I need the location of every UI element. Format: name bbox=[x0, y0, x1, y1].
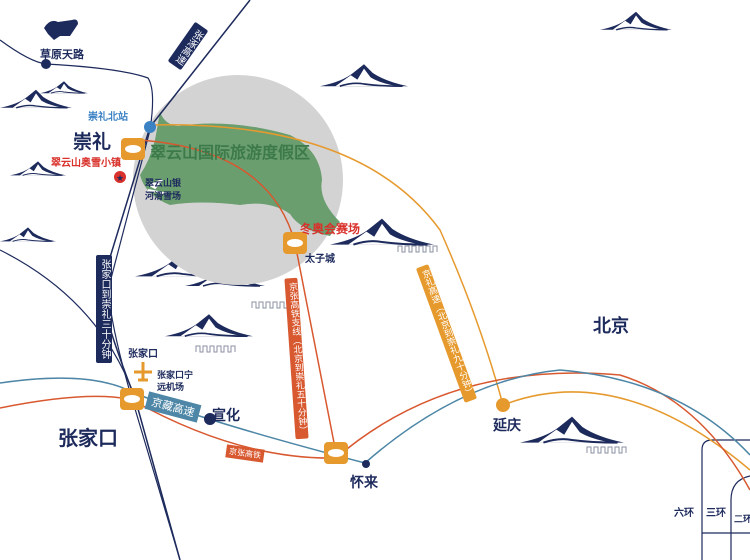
train-station-icon[interactable] bbox=[120, 138, 348, 464]
xuanhua-dot[interactable] bbox=[204, 413, 216, 425]
label-winter-olympics: 冬奥会赛场 bbox=[300, 222, 361, 236]
label-ring6: 六环 bbox=[674, 508, 694, 519]
label-ring2: 二环 bbox=[734, 515, 750, 525]
label-zhangjiakou: 张家口 bbox=[58, 426, 118, 450]
star-icon[interactable] bbox=[114, 171, 126, 183]
label-zhangjiakou-small: 张家口 bbox=[128, 349, 158, 360]
label-cuiyun-town: 翠云山奥雪小镇 bbox=[51, 158, 121, 169]
route-jingli bbox=[149, 124, 750, 471]
resort-area[interactable] bbox=[140, 112, 340, 236]
label-chongli-north: 崇礼北站 bbox=[88, 112, 128, 123]
label-yanqing: 延庆 bbox=[493, 418, 521, 434]
huailai-dot[interactable] bbox=[362, 460, 370, 468]
svg-text:★: ★ bbox=[116, 174, 124, 184]
skier-icon bbox=[147, 179, 169, 195]
label-grassland-road: 草原天路 bbox=[40, 48, 84, 61]
route-branch bbox=[139, 139, 337, 454]
chongli-north-dot[interactable] bbox=[144, 121, 156, 133]
tag-zjk-chongli: 张家口到崇礼三十分钟 bbox=[96, 255, 112, 363]
label-beijing: 北京 bbox=[593, 316, 629, 337]
ring-roads bbox=[701, 439, 750, 560]
grassland-road-dot[interactable] bbox=[41, 59, 51, 69]
airplane-icon bbox=[134, 362, 152, 382]
label-taizicheng: 太子城 bbox=[305, 254, 335, 265]
label-resort[interactable]: 翠云山国际旅游度假区 bbox=[150, 143, 311, 162]
label-xuanhua: 宣化 bbox=[212, 408, 240, 424]
yanqing-dot[interactable] bbox=[496, 398, 510, 412]
label-ski-field: 翠云山银河滑雪场 bbox=[145, 179, 182, 202]
label-chongli: 崇礼 bbox=[73, 131, 112, 153]
label-airport: 张家口宁远机场 bbox=[157, 371, 194, 393]
label-ring3: 三环 bbox=[706, 508, 726, 519]
horse-icon bbox=[44, 19, 78, 40]
route-navy-west bbox=[0, 249, 136, 399]
label-huailai: 怀来 bbox=[350, 475, 378, 491]
